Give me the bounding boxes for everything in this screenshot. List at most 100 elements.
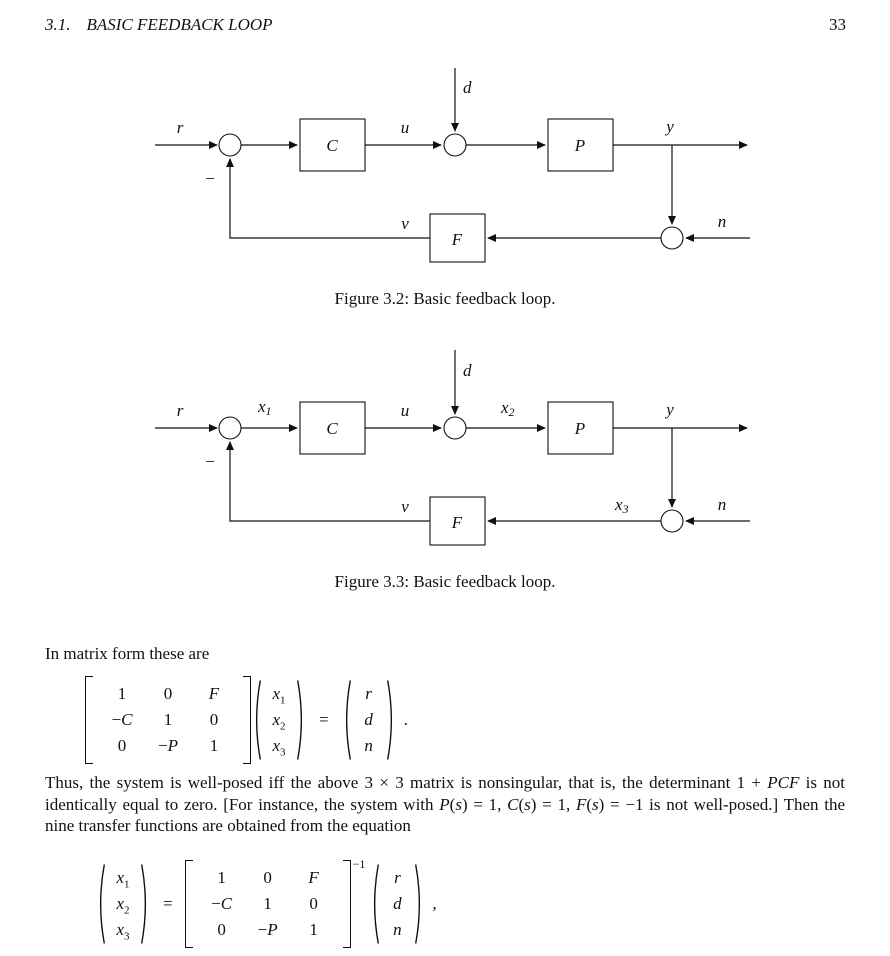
body-paragraph: Thus, the system is well-posed iff the a… — [45, 773, 846, 835]
page-header: 3.1. BASIC FEEDBACK LOOP 33 — [45, 15, 846, 35]
matrix-cell: F — [308, 868, 319, 887]
minus-sign: − — [204, 169, 215, 188]
vector-entry: x1 — [116, 868, 130, 891]
feedback-line — [225, 441, 430, 522]
label-x3-sub: 3 — [622, 502, 629, 516]
vector-entry: n — [393, 920, 402, 939]
label-x3: x3 — [614, 495, 629, 516]
matrix-cell: 0 — [309, 894, 318, 913]
equation-period: . — [403, 710, 408, 729]
label-d: d — [463, 361, 472, 380]
vector-entry: x3 — [272, 736, 286, 759]
section-number: 3.1. — [45, 15, 71, 34]
paren-left — [345, 680, 351, 760]
block-F-label: F — [451, 513, 463, 532]
label-d: d — [463, 78, 472, 97]
equation-2: x1 x2 x3 = 1 0 F −C 1 0 0 −P 1 −1 r d n … — [95, 857, 437, 948]
matrix-bracket-right — [243, 676, 251, 764]
figure-3-2-caption: Figure 3.2: Basic feedback loop. — [334, 289, 556, 308]
paren-left — [99, 864, 105, 944]
matrix-cell: −C — [211, 894, 233, 913]
vector-entry: x2 — [116, 894, 130, 917]
state-vector: x1 x2 x3 — [262, 676, 296, 764]
matrix-cell: 1 — [309, 920, 318, 939]
equals-sign: = — [319, 710, 329, 729]
matrix-bracket-left — [184, 860, 193, 948]
state-vector: x1 x2 x3 — [106, 860, 140, 948]
label-r: r — [177, 118, 184, 137]
matrix-bracket-right — [342, 860, 351, 948]
matrix-cell: 1 — [117, 684, 127, 703]
label-v: v — [401, 214, 409, 233]
rhs-vector: r d n — [352, 676, 386, 764]
vector-entry: x2 — [272, 710, 286, 733]
label-x2-base: x — [500, 398, 509, 417]
block-F-label: F — [451, 230, 463, 249]
equation-comma: , — [432, 894, 437, 913]
label-v: v — [401, 497, 409, 516]
matrix-cell: 0 — [209, 710, 219, 729]
block-diagrams-canvas: r − C u d P y n F v — [155, 68, 750, 546]
minus-sign: − — [204, 452, 215, 471]
label-x3-base: x — [614, 495, 623, 514]
paren-right — [297, 680, 303, 760]
label-x1-sub: 1 — [266, 404, 272, 418]
label-n: n — [718, 212, 727, 231]
rhs-vector: r d n — [380, 860, 414, 948]
vector-entry: d — [393, 894, 402, 913]
label-x2-sub: 2 — [509, 405, 515, 419]
label-u: u — [401, 118, 410, 137]
matrix-cell: −C — [111, 710, 133, 729]
label-r: r — [177, 401, 184, 420]
vector-entry: n — [364, 736, 373, 755]
matrix-bracket-left — [85, 676, 93, 764]
summing-junction-1 — [218, 133, 242, 157]
vector-entry: d — [364, 710, 373, 729]
summing-junction-2 — [443, 416, 467, 440]
paren-left — [374, 864, 380, 944]
block-C-label: C — [326, 136, 338, 155]
summing-junction-1 — [218, 416, 242, 440]
summing-junction-3 — [660, 226, 684, 250]
section-title: BASIC FEEDBACK LOOP — [86, 15, 273, 34]
coefficient-matrix: 1 0 F −C 1 0 0 −P 1 — [93, 676, 243, 764]
vector-entry: x1 — [272, 684, 286, 707]
label-x1: x1 — [257, 397, 272, 418]
summing-junction-2 — [443, 133, 467, 157]
matrix-cell: 1 — [217, 868, 226, 887]
summing-junction-3 — [660, 509, 684, 533]
label-u: u — [401, 401, 410, 420]
matrix-cell: 0 — [217, 920, 226, 939]
equals-sign: = — [163, 894, 173, 913]
intro-text: In matrix form these are — [45, 644, 210, 663]
equation-1: 1 0 F −C 1 0 0 −P 1 x1 x2 x3 = r d n . — [85, 676, 408, 764]
block-P — [547, 401, 614, 455]
figure-3-2-diagram: r − C u d P y n F v — [155, 68, 750, 263]
label-x2: x2 — [500, 398, 515, 419]
matrix-cell: 1 — [163, 710, 173, 729]
matrix-cell: −P — [257, 920, 278, 939]
paren-right — [415, 864, 421, 944]
matrix-cell: 0 — [117, 736, 127, 755]
vector-entry: x3 — [116, 920, 130, 943]
matrix-cell: 1 — [209, 736, 219, 755]
block-P — [547, 118, 614, 172]
matrix-cell: 0 — [263, 868, 272, 887]
block-P-label: P — [574, 419, 585, 438]
label-y: y — [664, 117, 674, 136]
block-F — [429, 496, 486, 546]
paren-right — [141, 864, 147, 944]
label-n: n — [718, 495, 727, 514]
block-P-label: P — [574, 136, 585, 155]
matrix-cell: F — [208, 684, 220, 703]
block-C — [299, 118, 366, 172]
block-C-label: C — [326, 419, 338, 438]
feedback-line — [225, 158, 430, 239]
page-number: 33 — [829, 15, 846, 34]
label-y: y — [664, 400, 674, 419]
matrix-inverse-exponent: −1 — [352, 857, 366, 871]
block-C — [299, 401, 366, 455]
paren-right — [386, 680, 392, 760]
running-head: 3.1. BASIC FEEDBACK LOOP — [45, 15, 273, 35]
